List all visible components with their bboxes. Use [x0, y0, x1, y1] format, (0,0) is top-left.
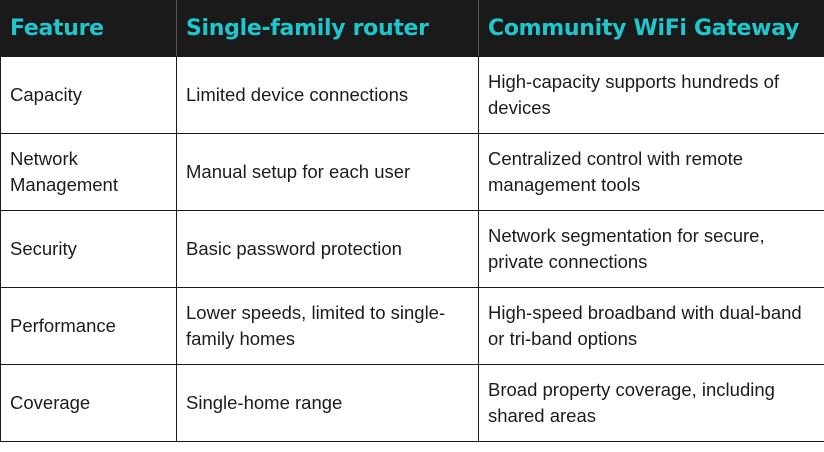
single-family-router-cell: Limited device connections: [176, 56, 479, 134]
feature-cell: Performance: [0, 287, 177, 365]
community-wifi-gateway-cell: Network segmentation for secure, private…: [478, 210, 824, 288]
table-row: Coverage Single-home range Broad propert…: [0, 364, 824, 442]
feature-cell: Capacity: [0, 56, 177, 134]
comparison-table: Feature Single-family router Community W…: [0, 0, 824, 442]
table-row: Performance Lower speeds, limited to sin…: [0, 287, 824, 365]
community-wifi-gateway-cell: High-speed broadband with dual-band or t…: [478, 287, 824, 365]
single-family-router-cell: Single-home range: [176, 364, 479, 442]
single-family-router-cell: Manual setup for each user: [176, 133, 479, 211]
table-row: Security Basic password protection Netwo…: [0, 210, 824, 288]
community-wifi-gateway-cell: Centralized control with remote manageme…: [478, 133, 824, 211]
feature-cell: Network Management: [0, 133, 177, 211]
community-wifi-gateway-cell: High-capacity supports hundreds of devic…: [478, 56, 824, 134]
single-family-router-cell: Basic password protection: [176, 210, 479, 288]
table-row: Capacity Limited device connections High…: [0, 56, 824, 134]
table-row: Network Management Manual setup for each…: [0, 133, 824, 211]
feature-cell: Coverage: [0, 364, 177, 442]
column-header-feature: Feature: [0, 0, 177, 57]
single-family-router-cell: Lower speeds, limited to single-family h…: [176, 287, 479, 365]
column-header-community-wifi-gateway: Community WiFi Gateway: [478, 0, 824, 57]
column-header-single-family-router: Single-family router: [176, 0, 479, 57]
feature-cell: Security: [0, 210, 177, 288]
community-wifi-gateway-cell: Broad property coverage, including share…: [478, 364, 824, 442]
table-header-row: Feature Single-family router Community W…: [0, 0, 824, 57]
